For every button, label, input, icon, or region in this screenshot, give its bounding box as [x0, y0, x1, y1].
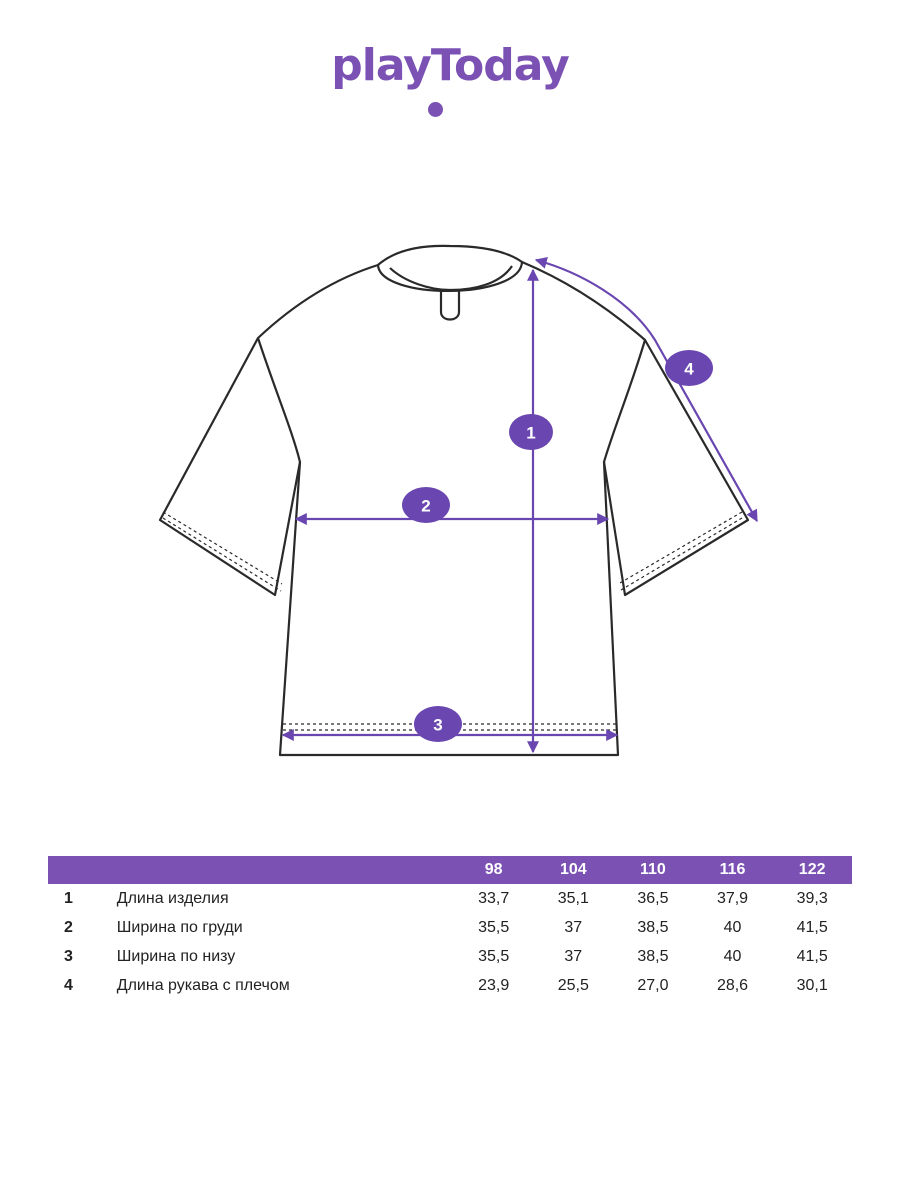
row-number: 2	[64, 918, 73, 936]
marker-4: 4	[665, 350, 713, 386]
row-value: 36,5	[637, 889, 669, 907]
row-value: 37	[564, 947, 583, 965]
size-header-row: 98 104 110 116 122	[48, 856, 852, 884]
row-value: 27,0	[637, 976, 669, 994]
marker-3: 3	[414, 706, 462, 742]
row-number: 3	[64, 947, 73, 965]
row-value: 23,9	[478, 976, 510, 994]
collar-fold	[377, 244, 523, 266]
marker-1-label: 1	[526, 424, 535, 443]
row-value: 40	[723, 947, 742, 965]
row-value: 35,1	[557, 889, 589, 907]
marker-1: 1	[509, 414, 553, 450]
row-number: 4	[64, 976, 73, 994]
marker-3-label: 3	[433, 716, 442, 735]
brand-logo: playToday	[0, 40, 900, 91]
tshirt-outline	[158, 244, 750, 757]
marker-2: 2	[402, 487, 450, 523]
row-value: 41,5	[796, 947, 828, 965]
row-value: 37	[564, 918, 583, 936]
row-value: 35,5	[478, 947, 510, 965]
row-label: Длина изделия	[116, 889, 229, 907]
left-sleeve	[158, 337, 302, 597]
marker-4-label: 4	[684, 360, 694, 379]
row-value: 37,9	[716, 889, 749, 907]
row-value: 30,1	[796, 976, 828, 994]
size-header-98: 98	[484, 861, 503, 878]
tshirt-body	[256, 260, 647, 757]
table-row: 2 Ширина по груди 35,5 37 38,5 40 41,5	[48, 913, 852, 942]
row-value: 39,3	[796, 889, 828, 907]
collar-inner	[389, 265, 513, 292]
row-value: 25,5	[557, 976, 589, 994]
arrow-sleeve-length	[534, 257, 758, 523]
row-value: 28,6	[716, 976, 749, 994]
size-table: 98 104 110 116 122 1 Длина изделия 33,7 …	[48, 856, 852, 1000]
marker-2-label: 2	[421, 497, 430, 516]
header-empty-param	[117, 856, 454, 884]
table-row: 1 Длина изделия 33,7 35,1 36,5 37,9 39,3	[48, 884, 852, 913]
measurement-arrows	[281, 257, 758, 754]
size-header-116: 116	[719, 861, 746, 878]
row-value: 41,5	[796, 918, 828, 936]
row-value: 38,5	[637, 918, 669, 936]
size-header-110: 110	[639, 861, 666, 878]
right-cuff-stitch	[619, 511, 743, 591]
table-row: 3 Ширина по низу 35,5 37 38,5 40 41,5	[48, 942, 852, 971]
header-empty-num	[48, 856, 117, 884]
row-label: Ширина по низу	[116, 947, 236, 965]
left-cuff-stitch	[162, 511, 283, 592]
tshirt-measurement-diagram: 1 2 3 4	[158, 244, 758, 757]
brand-name: playToday	[331, 40, 570, 91]
row-value: 38,5	[637, 947, 669, 965]
row-value: 40	[723, 918, 742, 936]
size-header-104: 104	[559, 861, 587, 878]
row-label: Длина рукава с плечом	[116, 976, 290, 994]
table-row: 4 Длина рукава с плечом 23,9 25,5 27,0 2…	[48, 971, 852, 1000]
row-value: 35,5	[478, 918, 510, 936]
collar-hanger-loop	[439, 290, 461, 321]
row-value: 33,7	[478, 889, 510, 907]
row-number: 1	[64, 889, 73, 907]
size-header-122: 122	[798, 861, 826, 878]
row-label: Ширина по груди	[116, 918, 243, 936]
logo-dot	[428, 102, 443, 117]
